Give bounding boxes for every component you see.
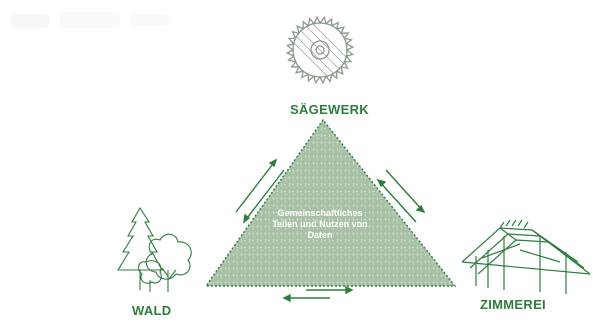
data-sharing-triangle — [204, 118, 457, 287]
arrow-saegewerk-zimmerei — [376, 169, 426, 223]
roof-truss-icon — [461, 219, 591, 294]
faded-background-mark — [10, 12, 170, 28]
forest-trees-icon — [117, 206, 192, 292]
center-caption-line: Daten — [307, 230, 333, 240]
center-caption: Gemeinschaftliches Teilen und Nutzen von… — [268, 208, 372, 241]
wald-label: WALD — [132, 303, 172, 318]
center-caption-line: Teilen und Nutzen von — [272, 219, 368, 229]
saw-blade-icon — [285, 15, 355, 85]
arrow-wald-zimmerei — [282, 285, 354, 303]
center-caption-line: Gemeinschaftliches — [277, 208, 363, 218]
zimmerei-label: ZIMMEREI — [480, 297, 546, 312]
saegewerk-label: SÄGEWERK — [290, 102, 369, 117]
arrow-saegewerk-wald — [235, 158, 285, 224]
